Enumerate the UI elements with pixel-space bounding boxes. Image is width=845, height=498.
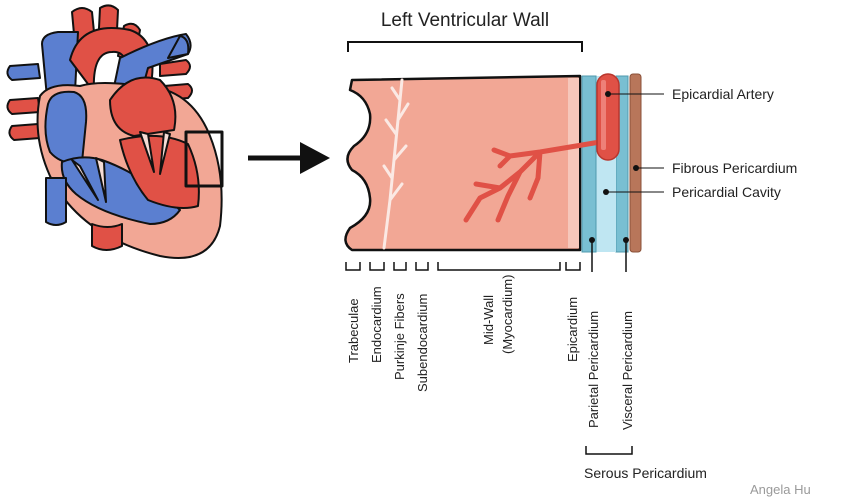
layer-brackets <box>345 237 633 455</box>
purkinje-fibers <box>382 78 410 250</box>
zoom-box <box>184 130 224 188</box>
endocardium-label: Endocardium <box>369 286 384 363</box>
epicardium-band <box>568 78 579 248</box>
diagram-title: Left Ventricular Wall <box>381 10 549 31</box>
pulmonary-artery-right <box>167 35 190 59</box>
bracket-serous-pericardium <box>585 446 633 455</box>
parietal-label: Parietal Pericardium <box>586 311 601 428</box>
pulmonary-vein-right-2 <box>6 97 41 115</box>
mitral-valve <box>139 131 171 175</box>
visceral-label: Visceral Pericardium <box>620 311 635 430</box>
bracket-subendocardium <box>415 262 429 271</box>
trabeculae-label: Trabeculae <box>346 298 361 363</box>
midwall-label-line2: (Myocardium) <box>500 275 515 354</box>
serous-pericardium-label: Serous Pericardium <box>584 465 707 481</box>
purkinje-label: Purkinje Fibers <box>392 293 407 380</box>
epicardial-artery-label: Epicardial Artery <box>672 86 774 102</box>
fibrous-pericardium-layer <box>629 73 642 253</box>
tricuspid-valve <box>71 157 107 203</box>
arrow-icon <box>248 142 330 174</box>
credit-text: Angela Hu <box>750 482 811 497</box>
heart-illustration <box>6 4 224 259</box>
pulmonary-vein-right-1 <box>6 63 41 81</box>
bracket-midwall <box>437 262 561 271</box>
parietal-pericardium-layer <box>581 75 597 253</box>
bracket-purkinje <box>393 262 407 271</box>
pulmonary-vein-left-1 <box>159 59 191 77</box>
left-atrium <box>109 76 177 137</box>
bracket-endocardium <box>369 262 385 271</box>
coronary-branches <box>463 139 603 223</box>
fibrous-pericardium-label: Fibrous Pericardium <box>672 160 797 176</box>
epicardium-label: Epicardium <box>565 297 580 362</box>
pericardial-cavity-label: Pericardial Cavity <box>672 184 781 200</box>
midwall-label-line1: Mid-Wall <box>481 295 496 345</box>
descending-aorta <box>91 223 123 251</box>
inferior-vena-cava <box>45 177 67 226</box>
epicardial-artery-highlight <box>601 80 606 150</box>
callouts <box>603 91 664 195</box>
epicardial-artery <box>596 73 620 161</box>
subendocardium-label: Subendocardium <box>415 294 430 392</box>
myocardium-block <box>344 74 582 252</box>
pulmonary-vein-right-3 <box>8 123 41 141</box>
title-bracket <box>347 41 583 52</box>
right-atrium <box>44 90 88 164</box>
bracket-epicardium <box>565 262 581 271</box>
wall-cross-section <box>344 73 642 253</box>
bracket-trabeculae <box>345 262 361 271</box>
